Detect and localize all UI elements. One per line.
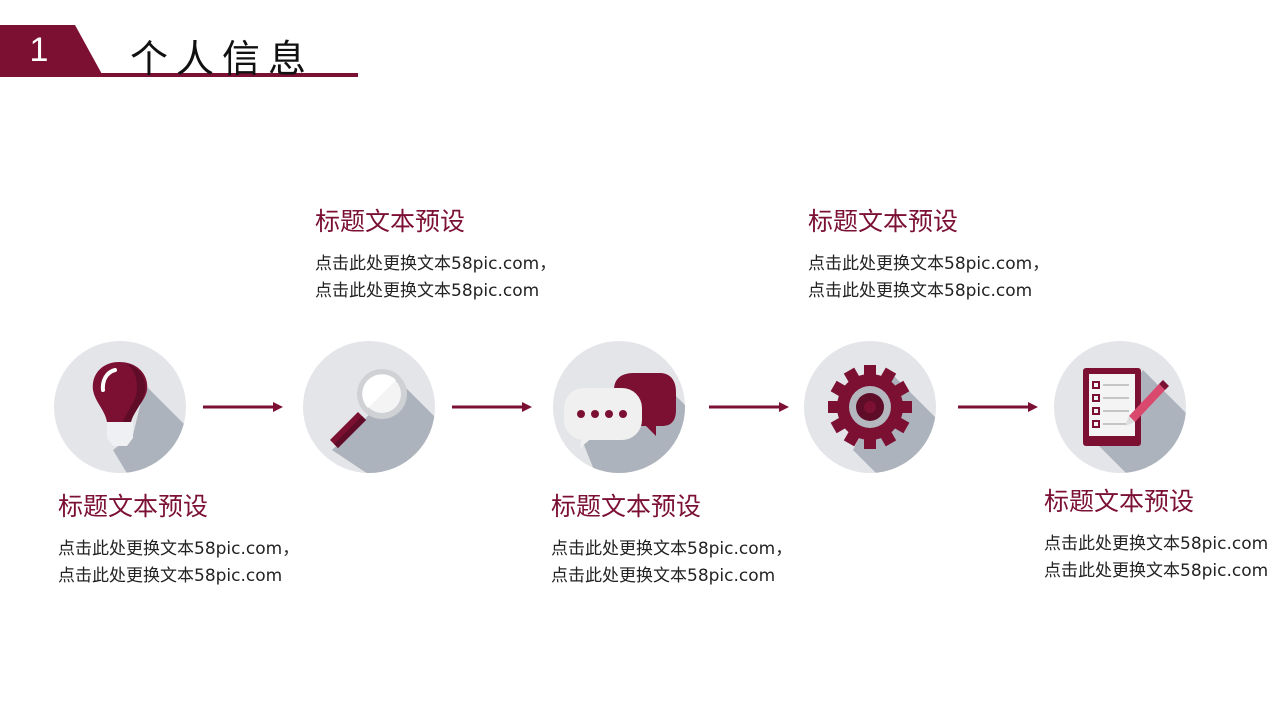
step-3-text: 标题文本预设 点击此处更换文本58pic.com， 点击此处更换文本58pic.c… [551, 492, 792, 590]
step-desc-line: 点击此处更换文本58pic.com [808, 281, 1033, 301]
step-title: 标题文本预设 [315, 207, 466, 236]
step-title: 标题文本预设 [58, 492, 209, 521]
lightbulb-icon [54, 341, 186, 473]
step-desc-line: 点击此处更换文本58pic.com [58, 566, 283, 586]
step-title: 标题文本预设 [1044, 487, 1195, 516]
chat-bubbles-icon [553, 341, 685, 473]
arrow-right-icon [203, 402, 283, 412]
gear-icon [804, 341, 936, 473]
step-desc-line: 点击此处更换文本58pic.com， [808, 254, 1050, 274]
step-title: 标题文本预设 [551, 492, 702, 521]
step-1-text: 标题文本预设 点击此处更换文本58pic.com， 点击此处更换文本58pic.c… [58, 492, 299, 590]
checklist-pencil-icon [1054, 341, 1186, 473]
arrow-right-icon [452, 402, 532, 412]
step-desc-line: 点击此处更换文本58pic.com， [315, 254, 557, 274]
step-desc-line: 点击此处更换文本58pic.com [315, 281, 540, 301]
step-title: 标题文本预设 [808, 207, 959, 236]
step-2-text: 标题文本预设 点击此处更换文本58pic.com， 点击此处更换文本58pic.c… [315, 207, 556, 305]
step-desc-line: 点击此处更换文本58pic.com [1044, 534, 1269, 554]
step-desc-line: 点击此处更换文本58pic.com [1044, 561, 1269, 581]
step-desc-line: 点击此处更换文本58pic.com [551, 566, 776, 586]
section-number-badge [0, 25, 103, 76]
magnifier-icon [303, 341, 435, 473]
section-number: 1 [29, 31, 49, 69]
step-4-text: 标题文本预设 点击此处更换文本58pic.com， 点击此处更换文本58pic.c… [808, 207, 1049, 305]
step-desc-line: 点击此处更换文本58pic.com， [58, 539, 300, 559]
header-underline [0, 73, 358, 77]
page-title: 个人信息 [130, 37, 315, 81]
step-5-text: 标题文本预设 点击此处更换文本58pic.com 点击此处更换文本58pic.co… [1044, 487, 1268, 585]
arrow-right-icon [709, 402, 789, 412]
arrow-right-icon [958, 402, 1038, 412]
step-desc-line: 点击此处更换文本58pic.com， [551, 539, 793, 559]
